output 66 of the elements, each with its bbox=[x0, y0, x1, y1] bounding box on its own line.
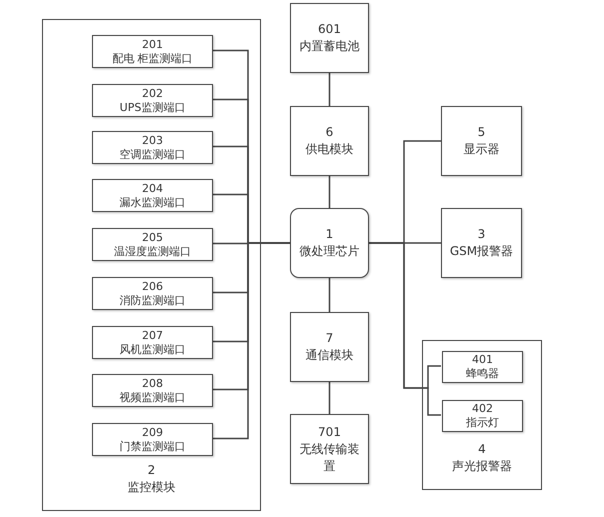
port-box bbox=[92, 423, 213, 456]
group-box bbox=[42, 19, 261, 511]
port-box bbox=[92, 374, 213, 407]
port-box bbox=[442, 351, 523, 383]
group-box bbox=[422, 340, 542, 490]
reference-number: 701 bbox=[317, 424, 342, 440]
port-box bbox=[92, 326, 213, 359]
module-box bbox=[290, 312, 369, 382]
node-label: 视频监测端口 bbox=[118, 390, 186, 404]
reference-number: 6 bbox=[324, 124, 334, 141]
node-label: 漏水监测端口 bbox=[118, 196, 186, 210]
node-label: 门禁监测端口 bbox=[118, 440, 186, 454]
port-box bbox=[92, 35, 213, 68]
node-label: 通信模块 bbox=[304, 347, 354, 364]
reference-number: 206 bbox=[141, 280, 164, 294]
connector-line bbox=[328, 73, 330, 106]
port-box bbox=[92, 179, 213, 212]
node-label: 配电 柜监测端口 bbox=[111, 52, 194, 66]
port-box bbox=[92, 84, 213, 117]
connector-line bbox=[369, 242, 441, 416]
connector-line bbox=[328, 278, 330, 312]
node-label: 供电模块 bbox=[304, 141, 354, 158]
node-label: 蜂鸣器 bbox=[465, 367, 500, 381]
reference-number: 1 bbox=[324, 226, 334, 243]
node-label: 温湿度监测端口 bbox=[113, 244, 192, 258]
reference-number: 2 bbox=[146, 462, 156, 479]
reference-number: 205 bbox=[141, 230, 164, 244]
node-label: 风机监测端口 bbox=[118, 342, 186, 356]
reference-number: 207 bbox=[141, 328, 164, 342]
connector-line bbox=[328, 382, 330, 414]
port-box bbox=[92, 131, 213, 164]
reference-number: 208 bbox=[141, 376, 164, 390]
node-label: 内置蓄电池 bbox=[298, 38, 360, 55]
node-label: 消防监测端口 bbox=[118, 294, 186, 308]
node-label: 显示器 bbox=[462, 141, 500, 158]
module-box bbox=[290, 106, 369, 176]
node-label: 指示灯 bbox=[465, 416, 500, 430]
reference-number: 4 bbox=[477, 441, 487, 458]
node-label: 监控模块 bbox=[126, 479, 176, 496]
module-box bbox=[441, 106, 522, 176]
node-label: 声光报警器 bbox=[451, 458, 513, 475]
port-box bbox=[442, 400, 523, 432]
node-label: 无线传输装置 bbox=[298, 440, 360, 474]
processor-box bbox=[290, 208, 369, 278]
reference-number: 601 bbox=[317, 21, 342, 38]
port-box bbox=[92, 228, 213, 261]
reference-number: 5 bbox=[476, 124, 486, 141]
reference-number: 401 bbox=[471, 353, 494, 367]
reference-number: 203 bbox=[141, 134, 164, 148]
reference-number: 3 bbox=[476, 226, 486, 243]
node-label: 空调监测端口 bbox=[118, 148, 186, 162]
module-box bbox=[290, 3, 369, 73]
reference-number: 7 bbox=[324, 330, 334, 347]
connector-line bbox=[212, 242, 290, 440]
reference-number: 202 bbox=[141, 86, 164, 100]
node-label: UPS监测端口 bbox=[118, 100, 186, 114]
module-box bbox=[441, 208, 522, 278]
reference-number: 402 bbox=[471, 402, 494, 416]
node-label: 微处理芯片 bbox=[298, 243, 360, 260]
node-label: GSM报警器 bbox=[448, 243, 514, 260]
connector-line bbox=[328, 176, 330, 208]
reference-number: 204 bbox=[141, 182, 164, 196]
reference-number: 201 bbox=[141, 38, 164, 52]
module-box bbox=[290, 414, 369, 484]
port-box bbox=[92, 277, 213, 310]
reference-number: 209 bbox=[141, 426, 164, 440]
